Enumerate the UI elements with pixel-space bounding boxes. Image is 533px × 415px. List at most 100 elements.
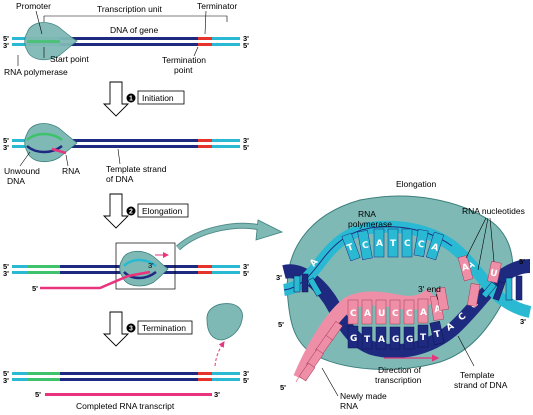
down-arrow-icon — [102, 311, 130, 347]
base-letter: A — [445, 321, 456, 333]
dna-of-gene-label: DNA of gene — [110, 25, 158, 35]
end-label: 3' — [243, 262, 249, 271]
end-label: 5' — [3, 369, 9, 378]
end-label: 3' — [148, 261, 154, 270]
completed-rna-label: Completed RNA transcript — [76, 401, 175, 411]
zoom-title: Elongation — [396, 179, 436, 189]
start-point-label: Start point — [50, 54, 89, 64]
rna-polymerase-shape — [24, 123, 78, 163]
step-label: Elongation — [142, 206, 182, 216]
end-label: 5' — [243, 376, 249, 385]
step-number: 1 — [129, 96, 133, 103]
end-label: 5' — [278, 320, 284, 329]
completed-rna — [45, 393, 212, 396]
rna-label: RNA — [62, 166, 80, 176]
base-letter: C — [417, 240, 426, 251]
template-strand-label: Template strand — [106, 164, 167, 174]
base-letter: T — [346, 242, 356, 254]
panel-initial-dna: 5' 3' 3' 5' Promoter Transcription unit … — [3, 1, 249, 77]
base-letter: C — [392, 309, 399, 319]
step-label: Initiation — [142, 93, 174, 103]
base-letter: C — [457, 311, 469, 323]
end-label: 3' — [3, 269, 9, 278]
end-label: 5' — [35, 390, 41, 399]
base-letter: C — [406, 309, 413, 319]
end-label: 5' — [3, 136, 9, 145]
base-letter: T — [390, 239, 397, 249]
base-letter: A — [308, 257, 320, 269]
base-letter: A — [376, 239, 383, 249]
base-letter: A — [420, 308, 427, 318]
unwound-dna-label: Unwound — [4, 166, 40, 176]
free-nucleotides: A U — [435, 255, 502, 311]
step-initiation: 1 Initiation — [102, 81, 185, 117]
base-letter: U — [489, 268, 498, 279]
template-bases: G T A G G T T A C C — [347, 299, 481, 350]
base-letter: G — [350, 334, 357, 344]
base-letter: C — [361, 240, 370, 251]
end-label: 3' — [243, 136, 249, 145]
coding-bases: T C A T C C A A T — [308, 228, 476, 274]
released-polymerase-shape — [206, 303, 243, 341]
newly-made-rna-label: Newly made — [340, 391, 387, 401]
panel-termination: 5' 3' 3' 5' 5' 3' Completed RNA transcri… — [3, 369, 249, 411]
down-arrow-icon — [102, 193, 130, 229]
promoter-label: Promoter — [16, 1, 51, 11]
newly-made-rna-label: RNA — [340, 401, 358, 411]
end-label: 5' — [3, 262, 9, 271]
step-elongation: 2 Elongation — [102, 193, 189, 229]
rna-polymerase-shape — [119, 250, 169, 287]
end-label: 5' — [243, 269, 249, 278]
down-arrow-icon — [102, 81, 130, 117]
transcription-unit-bracket — [43, 15, 228, 22]
base-letter: U — [378, 309, 385, 319]
direction-label: Direction of — [378, 365, 422, 375]
zoom-polymerase-label: RNA — [358, 209, 376, 219]
template-strand-label: Template — [460, 370, 495, 380]
base-letter: A — [461, 262, 470, 273]
base-letter: A — [434, 304, 442, 315]
template-strand-label: of DNA — [106, 174, 134, 184]
base-letter: T — [364, 335, 371, 345]
base-letter: A — [430, 242, 440, 254]
end-label: 5' — [243, 143, 249, 152]
base-letter: T — [420, 333, 427, 343]
base-letter: A — [364, 309, 371, 319]
callout-arrow-icon — [255, 219, 284, 241]
end-label: 3' — [3, 143, 9, 152]
end-label: 5' — [280, 383, 286, 392]
rna-nucleotides-label: RNA nucleotides — [462, 206, 525, 216]
end-label: 3' — [520, 317, 526, 326]
end-label: 3' — [3, 41, 9, 50]
end-label: 3' — [276, 273, 282, 282]
base-letter: C — [350, 309, 357, 319]
zoom-polymerase-label: polymerase — [348, 219, 392, 229]
termination-point-label: point — [174, 65, 193, 75]
end-label: 5' — [519, 257, 525, 266]
step-number: 3 — [129, 326, 133, 333]
end-label: 3' — [243, 34, 249, 43]
end-label: 5' — [32, 284, 38, 293]
step-number: 2 — [129, 209, 133, 216]
terminator-region — [198, 37, 212, 40]
end-label: 3' — [214, 390, 220, 399]
end-label: 5' — [243, 41, 249, 50]
direction-label: transcription — [375, 375, 422, 385]
base-letter: T — [433, 329, 442, 340]
zoom-box — [115, 242, 176, 290]
base-letter: C — [404, 239, 411, 249]
terminator-label: Terminator — [197, 1, 237, 11]
step-termination: 3 Termination — [102, 311, 193, 347]
template-strand-label: strand of DNA — [454, 380, 508, 390]
rna-polymerase-label: RNA polymerase — [4, 67, 68, 77]
end-label: 5' — [3, 34, 9, 43]
transcription-unit-label: Transcription unit — [97, 4, 163, 14]
panel-initiation: 5' 3' 3' 5' Unwound DNA RNA Template str… — [3, 123, 249, 186]
end-label: 3' — [3, 376, 9, 385]
rna-strand — [51, 147, 67, 155]
end-label: 3' — [243, 369, 249, 378]
rna-strand — [40, 270, 151, 290]
termination-point-label: Termination — [162, 55, 206, 65]
unwound-dna-label: DNA — [7, 176, 25, 186]
